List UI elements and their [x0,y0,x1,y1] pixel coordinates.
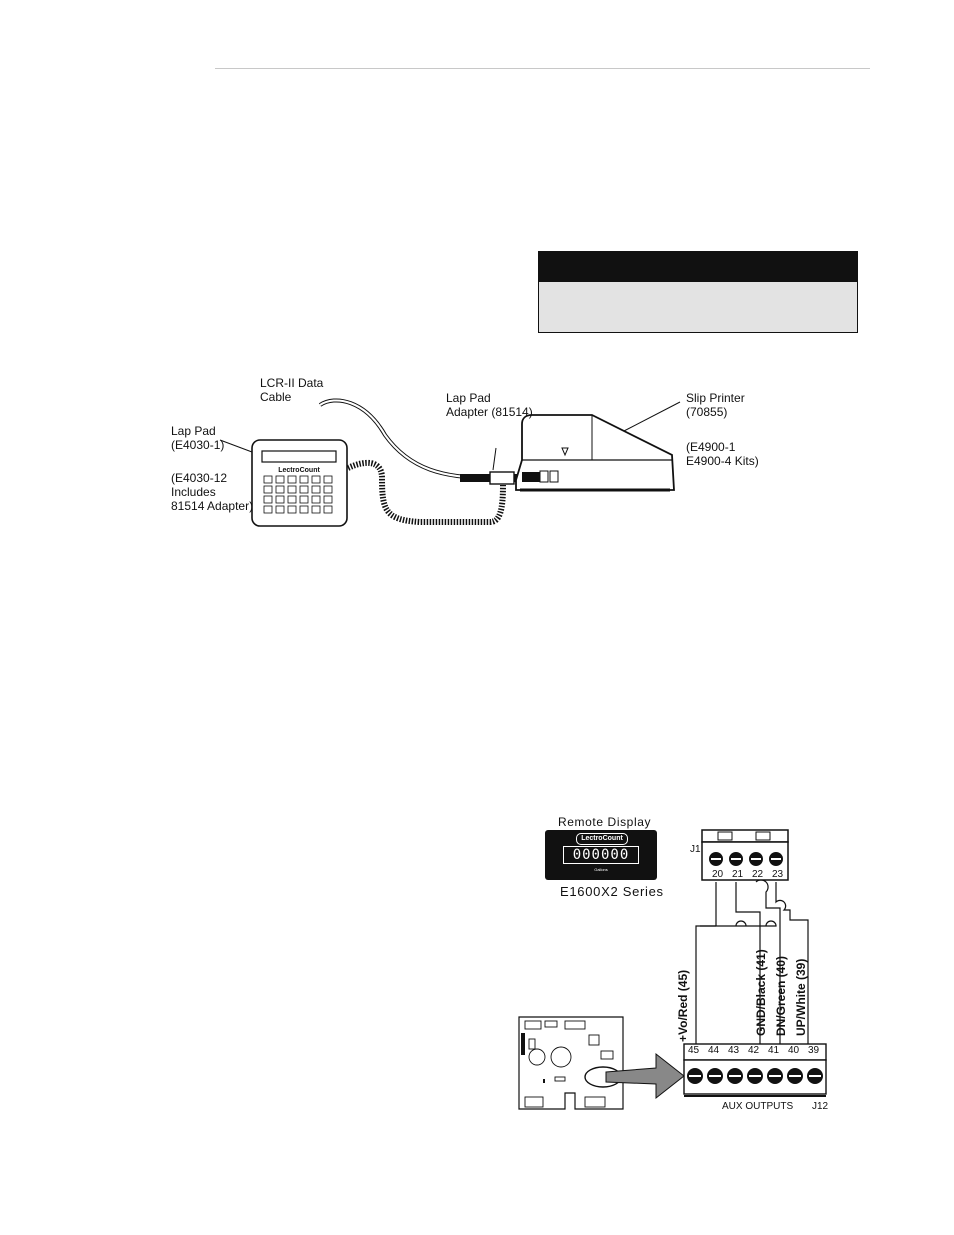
header-rule [215,68,870,69]
aux-outputs-label: AUX OUTPUTS [722,1101,794,1112]
wire-label-vo: +Vo/Red (45) [676,962,696,1042]
series-label: E1600X2 Series [560,884,664,899]
j1-pin-21: 21 [732,869,744,880]
remote-display-small-label: Gallons [594,867,608,872]
j12-pin-40: 40 [788,1045,800,1056]
j12-pin-44: 44 [708,1045,720,1056]
note-box-body [539,282,857,332]
label-lap-pad-kit-line2: Includes [171,485,216,499]
remote-display-title: Remote Display [558,815,652,829]
label-lcr-cable: LCR-II Data Cable [260,376,323,404]
board-to-j12-arrow [600,1050,690,1100]
wire-label-gnd-text: GND/Black (41) [754,949,768,1036]
lap-pad-keypad [263,475,333,514]
label-lcr-cable-line2: Cable [260,390,292,404]
j1-pin-22: 22 [752,869,764,880]
label-printer-kits: (E4900-1 E4900-4 Kits) [686,440,759,468]
j1-label: J1 [690,844,701,855]
label-lap-pad-line2: (E4030-1) [171,438,225,452]
label-slip-printer-line2: (70855) [686,405,728,419]
label-printer-kits-line1: (E4900-1 [686,440,736,454]
lap-pad-brand: LectroCount [278,467,320,474]
j1-connector [700,829,790,881]
j1-pin-23: 23 [772,869,784,880]
j12-pin-42: 42 [748,1045,760,1056]
j12-label: J12 [812,1101,829,1112]
j12-pin-41: 41 [768,1045,780,1056]
j12-pin-39: 39 [808,1045,820,1056]
j12-pin-45: 45 [688,1045,700,1056]
wire-label-up: UP/White (39) [794,952,814,1036]
wire-label-dn: DN/Green (40) [774,952,794,1036]
label-lap-pad-kit: (E4030-12 Includes 81514 Adapter) [171,471,253,513]
j12-pin-43: 43 [728,1045,740,1056]
wire-label-vo-text: +Vo/Red (45) [676,969,690,1042]
label-slip-printer: Slip Printer (70855) [686,391,745,419]
label-lap-pad-kit-line1: (E4030-12 [171,471,228,485]
label-lcr-cable-line1: LCR-II Data [260,376,324,390]
wire-label-gnd: GND/Black (41) [754,949,774,1036]
label-lap-pad-kit-line3: 81514 Adapter) [171,499,254,513]
figure-lap-pad-printer: LectroCount [160,360,780,540]
label-lap-pad: Lap Pad (E4030-1) [171,424,224,452]
label-adapter-line2: Adapter (81514) [446,405,533,419]
remote-display-readout: 000000 [563,846,639,864]
note-box-header [539,252,857,282]
j1-pin-20: 20 [712,869,724,880]
label-lap-pad-line1: Lap Pad [171,424,216,438]
wire-label-dn-text: DN/Green (40) [774,955,788,1036]
wire-label-up-text: UP/White (39) [794,958,808,1036]
j12-pin-numbers: 45 44 43 42 41 40 39 [682,1045,828,1059]
label-slip-printer-line1: Slip Printer [686,391,745,405]
j12-connector [682,1042,828,1098]
label-printer-kits-line2: E4900-4 Kits) [686,454,759,468]
j1-pin-numbers: 20 21 22 23 [709,869,789,881]
label-adapter: Lap Pad Adapter (81514) [446,391,533,419]
label-adapter-line1: Lap Pad [446,391,491,405]
lap-pad-printer-illustration: LectroCount [219,398,681,527]
remote-display-unit: LectroCount 000000 Gallons [545,830,657,880]
remote-display-brand: LectroCount [576,833,628,845]
note-box [538,251,858,333]
circuit-board [515,1015,627,1111]
wiring-diagram [680,879,830,1045]
